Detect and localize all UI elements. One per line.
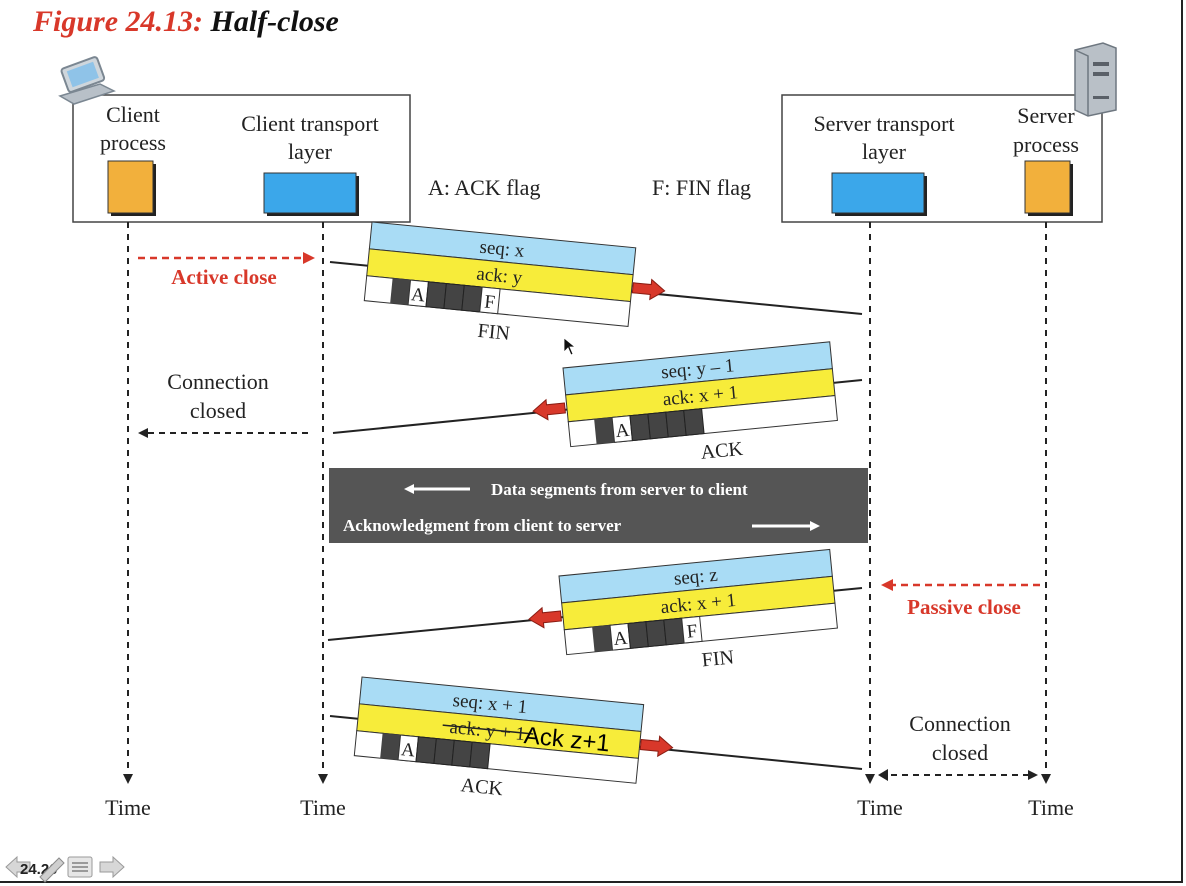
svg-text:FIN: FIN — [701, 646, 735, 671]
segment-fin-2: seq: z ack: x + 1 A F FIN — [528, 548, 838, 671]
svg-text:A: A — [613, 628, 629, 650]
banner-right-arrowhead — [810, 521, 820, 531]
svg-text:ack: y: ack: y — [475, 263, 523, 288]
ack-flag-legend: A: ACK flag — [428, 175, 540, 200]
server-tower-icon — [1074, 42, 1117, 117]
figure-title: Figure 24.13: Half-close — [32, 5, 339, 38]
nav-prev-icon — [5, 855, 31, 879]
svg-text:F: F — [483, 291, 496, 313]
svg-text:ACK: ACK — [700, 438, 745, 464]
svg-text:F: F — [686, 621, 699, 643]
slide-nav: 24.20 — [5, 855, 125, 883]
svg-text:FIN: FIN — [477, 320, 511, 345]
server-process-block — [1024, 160, 1071, 214]
svg-text:seq: x: seq: x — [479, 237, 526, 262]
server-closed-left-arrowhead — [878, 769, 888, 781]
nav-next-button[interactable] — [99, 855, 125, 879]
fin-flag-legend: F: FIN flag — [652, 175, 751, 200]
data-transfer-banner — [329, 468, 868, 543]
time-label-server-transport: Time — [857, 795, 903, 820]
client-process-block — [107, 160, 154, 214]
passive-close-label: Passive close — [907, 595, 1021, 619]
svg-text:seq: z: seq: z — [673, 565, 719, 590]
segment-fin-1: seq: x ack: y A F FIN — [363, 221, 666, 345]
svg-text:A: A — [400, 739, 416, 761]
server-transport-block — [831, 172, 925, 214]
nav-prev-button[interactable] — [5, 855, 31, 879]
time-label-client-transport: Time — [300, 795, 346, 820]
mouse-cursor-icon — [563, 337, 577, 356]
time-label-client-process: Time — [105, 795, 151, 820]
client-box — [72, 94, 411, 223]
segment-ack-2: seq: x + 1 ack: y + 1 A ACK Ack z+1 — [353, 676, 674, 800]
svg-text:A: A — [615, 420, 631, 442]
nav-menu-button[interactable] — [67, 856, 93, 878]
server-box — [781, 94, 1103, 223]
segment-ack-1: seq: y – 1 ack: x + 1 A ACK — [532, 341, 838, 464]
pen-tool-icon[interactable] — [39, 857, 65, 883]
laptop-icon — [58, 56, 116, 105]
time-label-server-process: Time — [1028, 795, 1074, 820]
active-close-label: Active close — [171, 265, 277, 289]
svg-text:A: A — [410, 284, 426, 306]
svg-text:ACK: ACK — [460, 774, 505, 800]
banner-data-segments-text: Data segments from server to client — [491, 480, 748, 499]
banner-left-arrowhead — [404, 484, 414, 494]
nav-next-icon — [99, 855, 125, 879]
client-transport-block — [263, 172, 357, 214]
banner-acknowledgment-text: Acknowledgment from client to server — [343, 516, 622, 535]
